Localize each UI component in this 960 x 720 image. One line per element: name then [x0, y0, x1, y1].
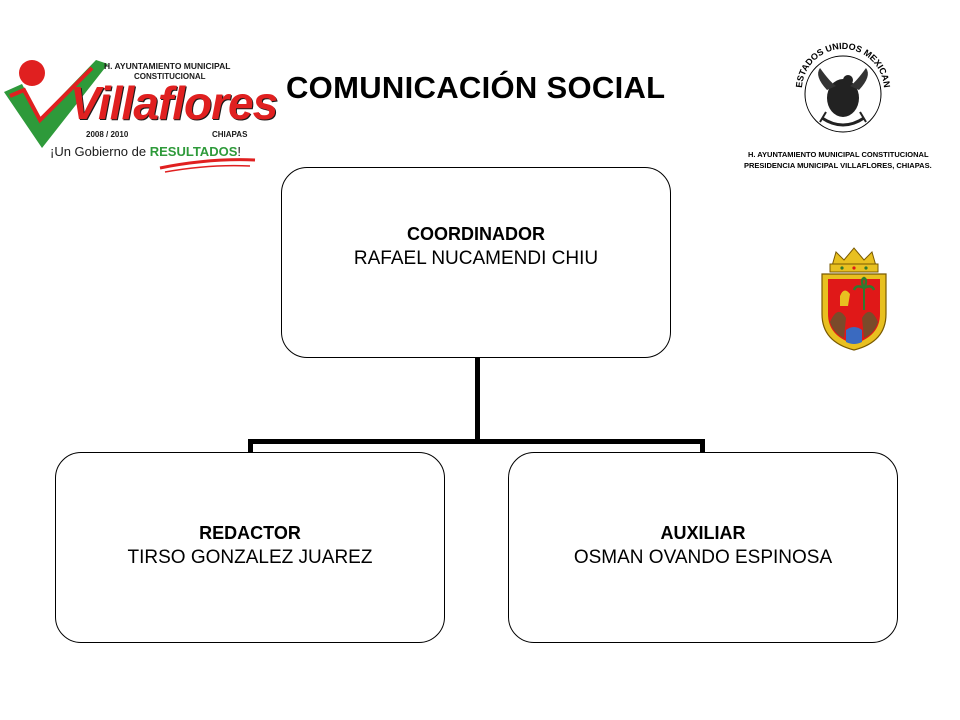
logo-left-line1: H. AYUNTAMIENTO MUNICIPAL: [104, 61, 231, 71]
redactor-role: REDACTOR: [199, 523, 301, 543]
connector-left-drop: [248, 439, 253, 453]
villaflores-logo: H. AYUNTAMIENTO MUNICIPAL CONSTITUCIONAL…: [0, 56, 278, 176]
seal-text: ESTADOS UNIDOS MEXICANOS: [726, 32, 892, 88]
logo-left-state: CHIAPAS: [212, 130, 248, 139]
logo-left-slogan: ¡Un Gobierno de RESULTADOS!: [50, 144, 241, 159]
slogan-prefix: ¡Un Gobierno de: [50, 144, 150, 159]
chiapas-coat-of-arms-icon: [821, 247, 887, 351]
coordinator-role: COORDINADOR: [407, 224, 545, 244]
redactor-name: TIRSO GONZALEZ JUAREZ: [127, 547, 373, 568]
connector-vertical-top: [475, 358, 480, 442]
auxiliar-box: AUXILIAR OSMAN OVANDO ESPINOSA: [508, 452, 898, 643]
logo-left-line2: CONSTITUCIONAL: [134, 72, 206, 81]
logo-left-years: 2008 / 2010: [86, 130, 129, 139]
coordinator-name: RAFAEL NUCAMENDI CHIU: [353, 248, 599, 269]
connector-right-drop: [700, 439, 705, 453]
coordinator-box: COORDINADOR RAFAEL NUCAMENDI CHIU: [281, 167, 671, 358]
auxiliar-name: OSMAN OVANDO ESPINOSA: [573, 547, 833, 568]
mexico-seal-logo: ESTADOS UNIDOS MEXICANOS H. AYUNTAMIENTO…: [726, 32, 945, 175]
page-title: COMUNICACIÓN SOCIAL: [286, 70, 666, 105]
logo-right-line1: H. AYUNTAMIENTO MUNICIPAL CONSTITUCIONAL: [748, 150, 929, 159]
slogan-suffix: !: [237, 144, 241, 159]
chiapas-shield: [818, 244, 890, 352]
auxiliar-role: AUXILIAR: [660, 523, 746, 543]
eagle-seal-icon: ESTADOS UNIDOS MEXICANOS: [726, 32, 892, 133]
logo-right-line2: PRESIDENCIA MUNICIPAL VILLAFLORES, CHIAP…: [744, 161, 932, 170]
logo-left-wordmark: Villaflores: [70, 77, 278, 129]
svg-text:ESTADOS UNIDOS MEXICANOS: ESTADOS UNIDOS MEXICANOS: [730, 40, 892, 88]
connector-horizontal: [248, 439, 705, 444]
slogan-highlight: RESULTADOS: [149, 144, 238, 159]
redactor-box: REDACTOR TIRSO GONZALEZ JUAREZ: [55, 452, 445, 643]
